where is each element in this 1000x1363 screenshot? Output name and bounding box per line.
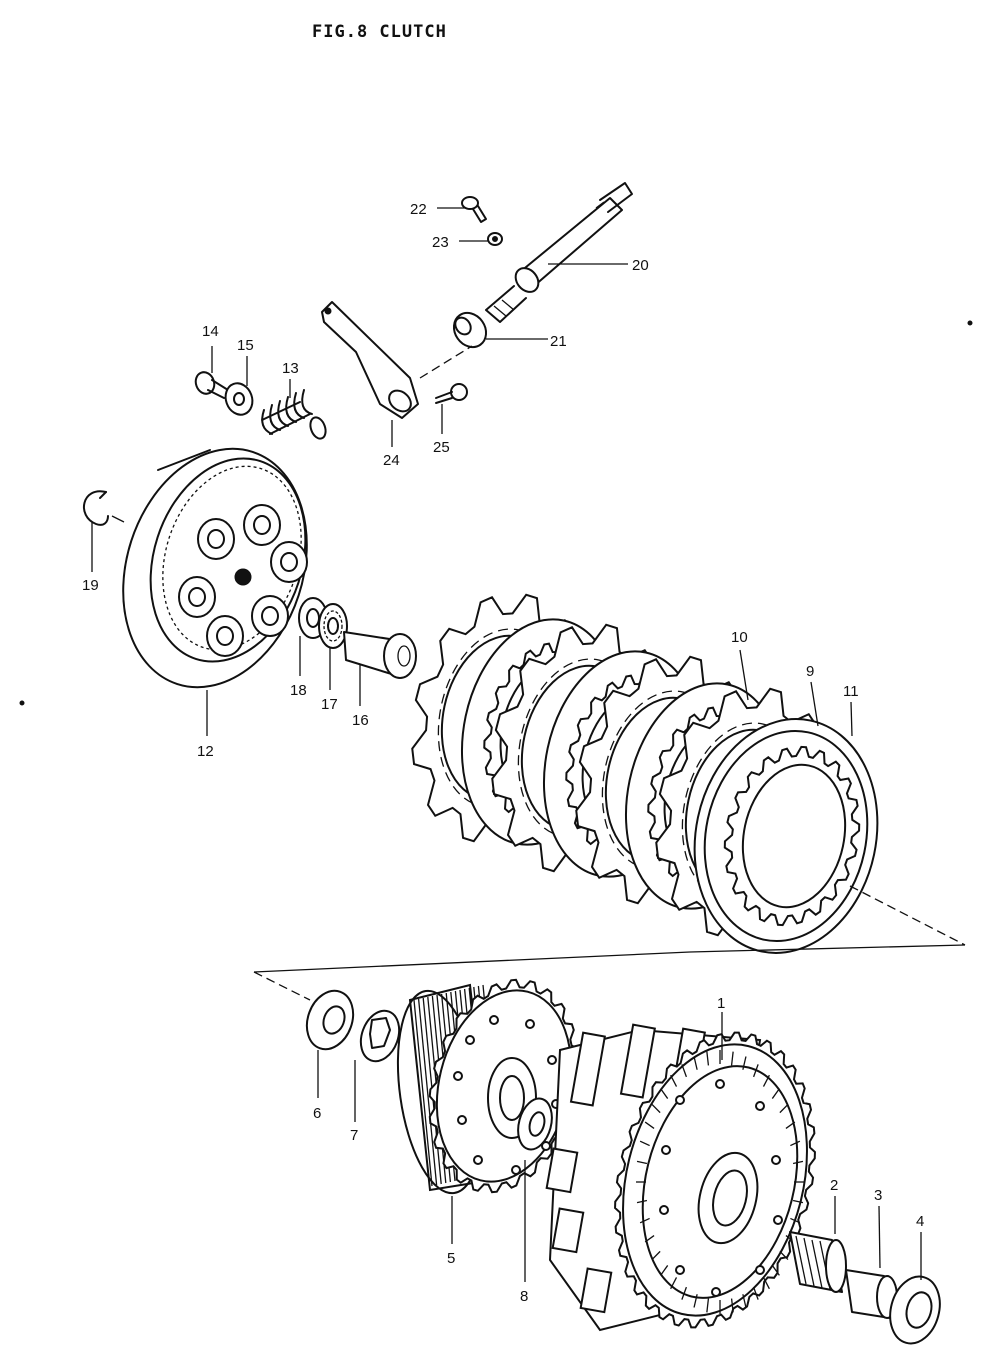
release-shaft [485,182,633,323]
callout-10: 10 [731,629,748,646]
push-piece-16 [343,631,417,679]
callout-11: 11 [843,683,859,700]
pressure-plate [122,447,308,689]
callout-23: 23 [432,234,449,251]
callout-2: 2 [830,1177,838,1194]
thrust-washer-4 [889,1275,941,1345]
scan-speck [19,700,25,706]
seal-21 [452,311,488,349]
figure-title: FIG.8 CLUTCH [312,22,447,42]
callout-12: 12 [197,743,214,760]
callout-4: 4 [916,1213,924,1230]
bolt-25 [435,383,468,404]
spacer-3 [845,1269,898,1319]
lockwasher-7 [359,1009,401,1063]
callout-15: 15 [237,337,254,354]
callout-14: 14 [202,323,219,340]
needle-bearing-2 [789,1231,847,1293]
clutch-plate [693,718,879,954]
nut-6 [305,989,355,1051]
bearing-17 [318,603,348,649]
callout-17: 17 [321,696,338,713]
callout-5: 5 [447,1250,455,1267]
pressure-plate-bosses [178,504,308,657]
washer-8 [517,1097,553,1151]
callout-3: 3 [874,1187,882,1204]
callout-19: 19 [82,577,99,594]
callout-13: 13 [282,360,299,377]
callout-21: 21 [550,333,567,350]
callout-24: 24 [383,452,400,469]
bolt-14 [194,371,229,399]
callout-18: 18 [290,682,307,699]
nut-23 [487,232,503,246]
callout-20: 20 [632,257,649,274]
exploded-axis-lines [253,885,966,1001]
callouts: 22 23 20 21 14 15 13 24 25 19 12 18 17 1… [82,201,924,1305]
callout-9: 9 [806,663,814,680]
spring-13 [261,389,327,440]
scan-speck [967,320,973,326]
callout-16: 16 [352,712,369,729]
callout-7: 7 [350,1127,358,1144]
clutch-plate-stack [411,593,879,954]
callout-25: 25 [433,439,450,456]
release-arm [321,301,473,419]
callout-22: 22 [410,201,427,218]
callout-8: 8 [520,1288,528,1305]
clutch-housing [545,1023,816,1332]
callout-1: 1 [717,995,725,1012]
bolt-22 [461,196,487,223]
washer-15 [224,382,254,416]
callout-6: 6 [313,1105,321,1122]
circlip-19 [83,490,125,526]
